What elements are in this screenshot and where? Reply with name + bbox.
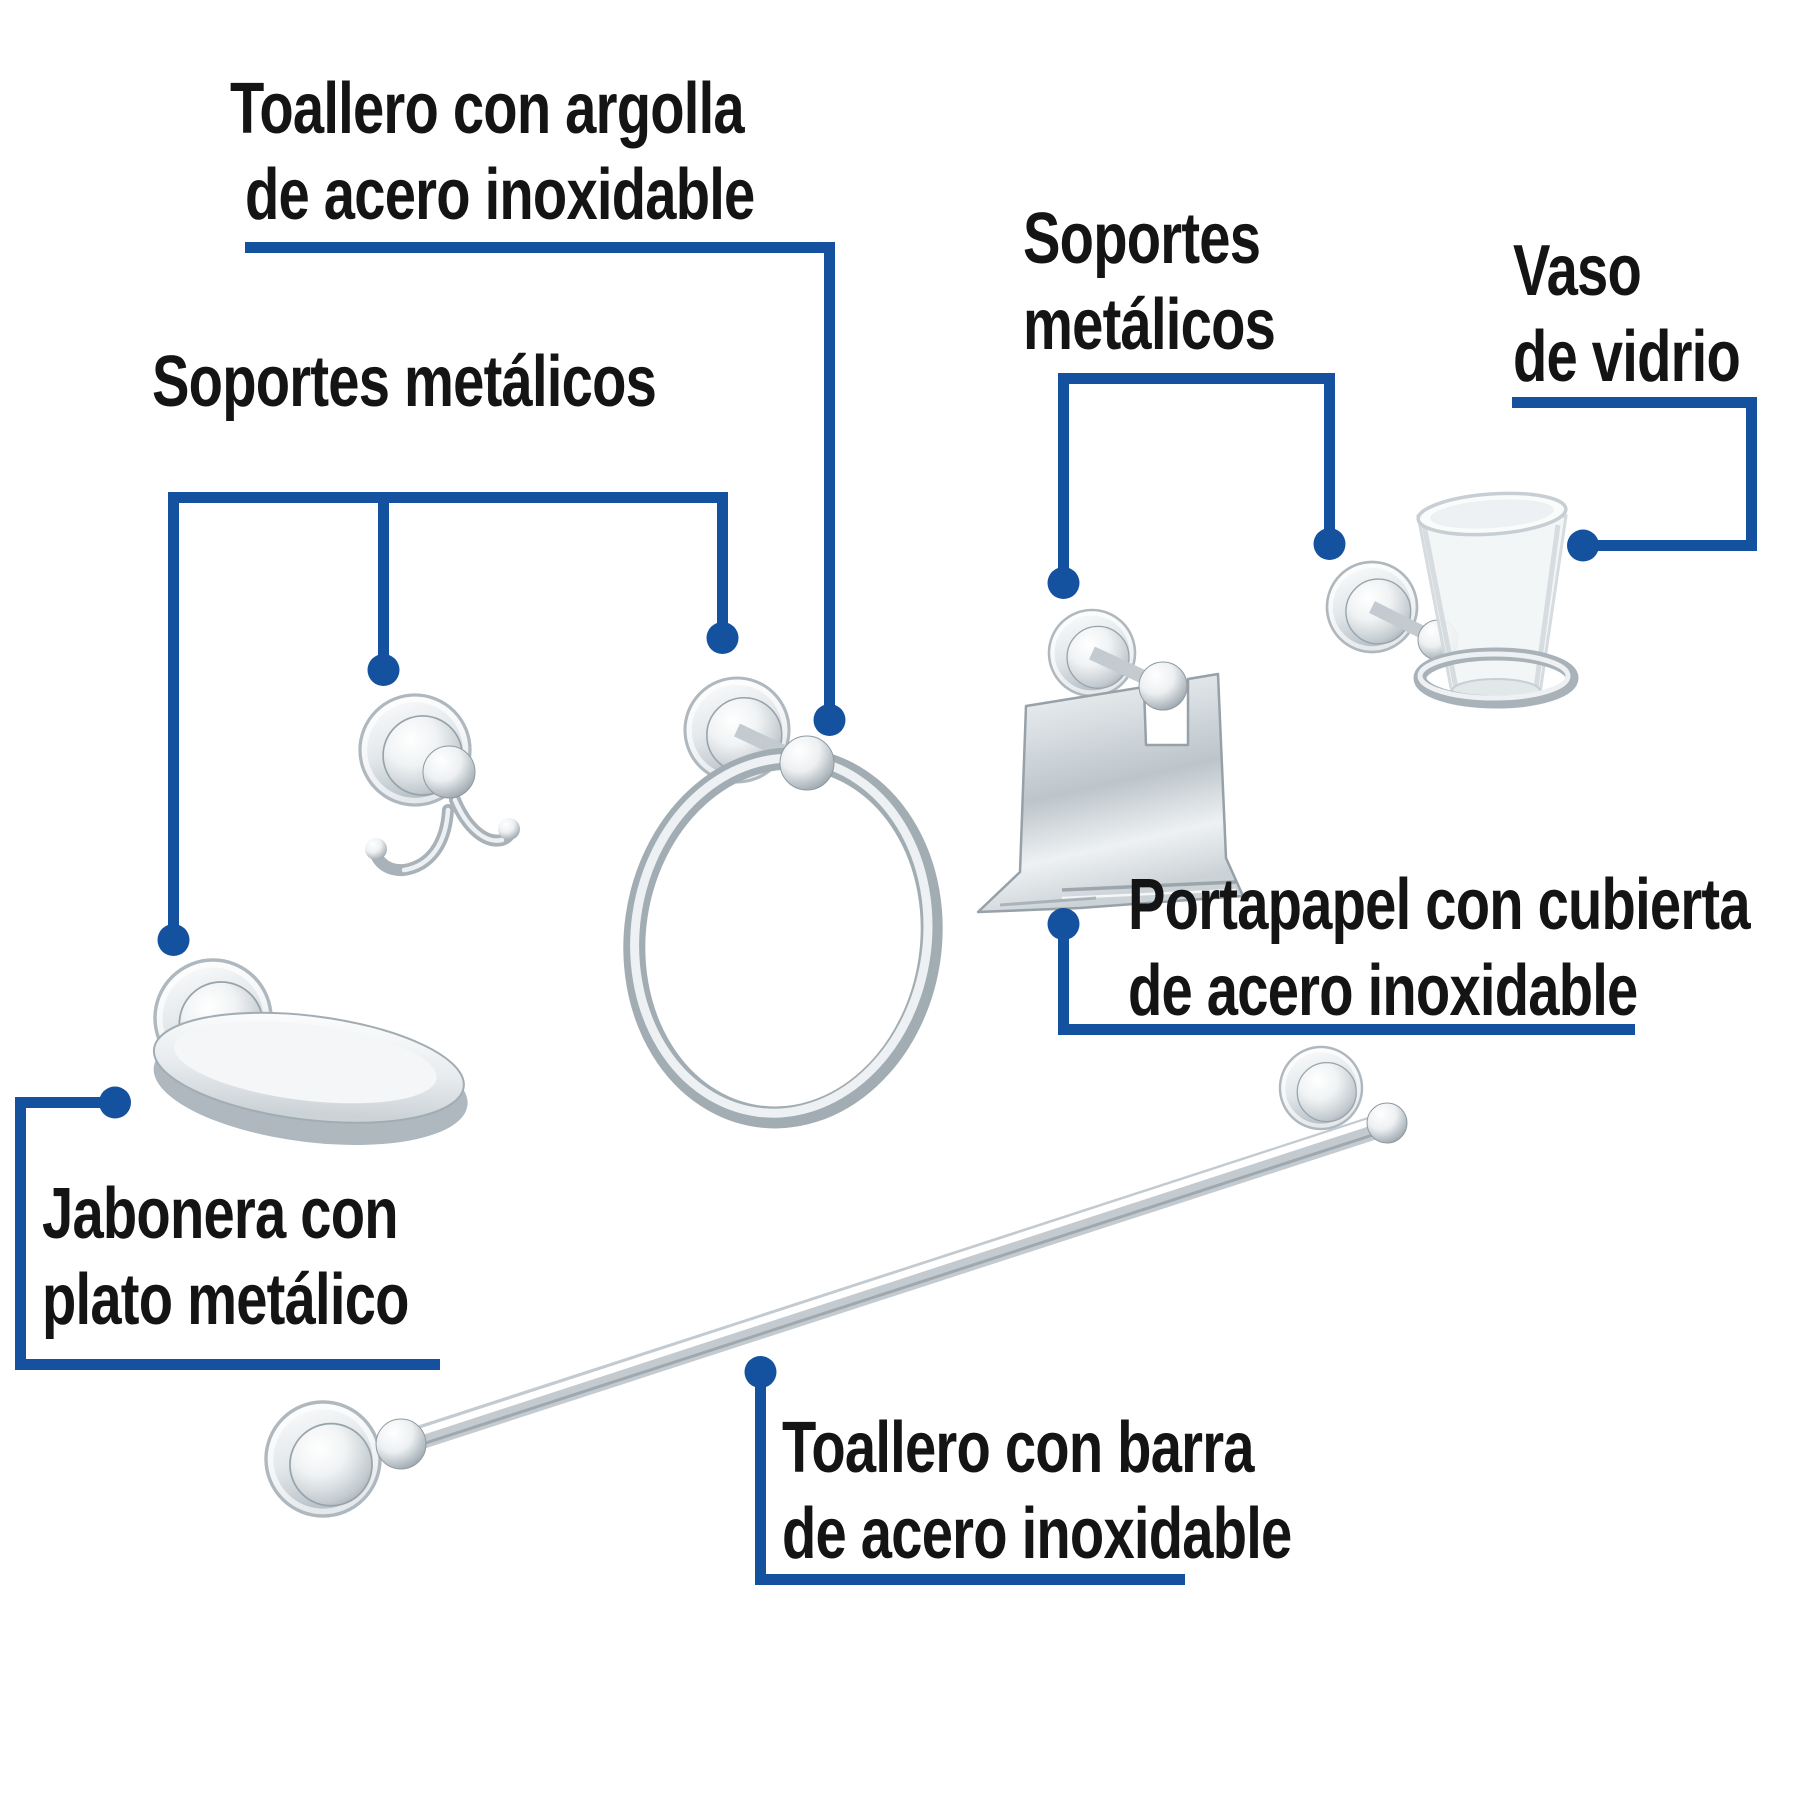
callout-supports-left-dot-3 bbox=[706, 622, 739, 654]
double-hook-product bbox=[360, 695, 520, 877]
callout-supports-right-dot-2 bbox=[1313, 528, 1346, 560]
callout-towel-ring bbox=[245, 242, 846, 736]
callout-soap-dish bbox=[15, 1086, 440, 1370]
callout-towel-ring-dot bbox=[813, 704, 846, 736]
label-towel-bar-line1: Toallero con barra bbox=[782, 1408, 1255, 1488]
label-soap-dish-line2: plato metálico bbox=[42, 1260, 409, 1340]
toilet-paper-holder-product bbox=[976, 610, 1245, 914]
label-towel-ring-line1: Toallero con argolla bbox=[230, 69, 745, 149]
callout-supports-right-dot-1 bbox=[1047, 567, 1080, 599]
soap-dish-product bbox=[145, 960, 468, 1145]
callout-supports-right bbox=[1047, 373, 1346, 599]
towel-bar-product bbox=[266, 1047, 1408, 1516]
label-towel-ring-line2: de acero inoxidable bbox=[245, 155, 755, 235]
callout-glass-dot bbox=[1567, 529, 1599, 562]
label-glass: Vaso de vidrio bbox=[1513, 228, 1741, 400]
label-towel-bar: Toallero con barra de acero inoxidable bbox=[782, 1405, 1292, 1577]
label-soap-dish: Jabonera con plato metálico bbox=[42, 1171, 409, 1343]
label-paper-holder: Portapapel con cubierta de acero inoxida… bbox=[1128, 862, 1751, 1034]
label-paper-holder-line1: Portapapel con cubierta bbox=[1128, 865, 1751, 945]
callout-supports-left bbox=[157, 492, 739, 956]
label-glass-line2: de vidrio bbox=[1513, 317, 1741, 397]
glass-cup-product bbox=[1327, 491, 1579, 709]
callout-towel-bar-dot bbox=[744, 1356, 777, 1388]
towel-ring-product bbox=[623, 678, 943, 1129]
callout-paper-holder bbox=[1047, 908, 1635, 1035]
label-supports-right: Soportes metálicos bbox=[1023, 196, 1276, 368]
callout-supports-left-dot-1 bbox=[157, 924, 190, 956]
callout-paper-holder-dot bbox=[1047, 908, 1080, 940]
label-paper-holder-line2: de acero inoxidable bbox=[1128, 951, 1638, 1031]
label-supports-right-line1: Soportes bbox=[1023, 199, 1261, 279]
callout-soap-dish-dot bbox=[99, 1086, 131, 1119]
callout-supports-left-dot-2 bbox=[367, 654, 400, 686]
label-glass-line1: Vaso bbox=[1513, 231, 1642, 311]
callout-towel-bar bbox=[744, 1356, 1185, 1585]
label-soap-dish-line1: Jabonera con bbox=[42, 1174, 399, 1254]
callout-glass bbox=[1512, 397, 1757, 562]
label-towel-bar-line2: de acero inoxidable bbox=[782, 1494, 1292, 1574]
label-supports-left: Soportes metálicos bbox=[152, 342, 657, 422]
label-supports-right-line2: metálicos bbox=[1023, 285, 1276, 365]
